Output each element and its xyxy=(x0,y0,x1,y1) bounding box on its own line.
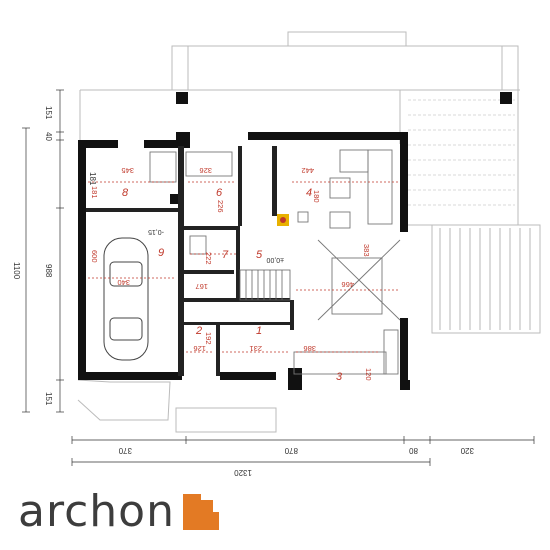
terrace-stripes xyxy=(439,228,531,330)
bottom-dimension-chain xyxy=(71,436,535,466)
dim-left-988: 988 xyxy=(44,264,53,278)
room-2-number: 2 xyxy=(195,325,202,337)
dim-bottom-1320: 1320 xyxy=(234,468,252,477)
room-labels: 8 345 181 9 340 600 -0,15 6 326 226 4 44… xyxy=(90,166,373,383)
room-6-number: 6 xyxy=(216,187,223,199)
dim-bottom-870: 870 xyxy=(284,446,298,455)
interior-floor xyxy=(84,144,406,376)
dim-bottom-80: 80 xyxy=(409,446,418,455)
brand-logo: archon xyxy=(18,488,219,536)
room-1-number: 1 xyxy=(256,325,262,337)
brand-mark-icon xyxy=(182,494,219,530)
room-4-number: 4 xyxy=(306,187,312,199)
pergola-slats xyxy=(408,99,515,206)
fireplace-flame-icon xyxy=(280,217,286,223)
exterior-walls xyxy=(78,92,512,390)
room-3-number: 3 xyxy=(336,371,343,383)
room-9-level: -0,15 xyxy=(148,228,164,235)
stairs xyxy=(239,269,291,301)
room-2-height: 192 xyxy=(204,332,213,345)
dim-bottom-320: 320 xyxy=(460,446,474,455)
furniture xyxy=(149,149,401,375)
left-dimension-labels: 151 40 181 1100 988 151 xyxy=(12,106,97,406)
room-6-height: 226 xyxy=(216,200,225,213)
terrace-outline xyxy=(77,31,541,433)
room-8-height: 181 xyxy=(90,186,99,199)
floor-plan: 8 345 181 9 340 600 -0,15 6 326 226 4 44… xyxy=(12,31,541,477)
dim-left-151-top: 151 xyxy=(44,106,53,120)
room-4-height: 180 xyxy=(312,190,321,203)
extra-dim-2: 466 xyxy=(341,280,354,289)
brand-name: archon xyxy=(18,486,175,537)
room-7-width: 222 xyxy=(204,252,213,265)
room-2-width: 126 xyxy=(193,344,206,353)
room-dim-lines xyxy=(88,181,398,353)
room-9-number: 9 xyxy=(158,247,164,259)
car-outline xyxy=(103,237,149,361)
bottom-dimension-labels: 370 870 80 320 1320 xyxy=(118,446,474,477)
room-6-width: 326 xyxy=(199,166,212,175)
room-9-height: 600 xyxy=(90,250,99,263)
extra-dim-1: 167 xyxy=(195,282,208,291)
room-9-width: 340 xyxy=(117,278,130,287)
room-5-level: ±0,00 xyxy=(266,256,284,263)
room-8-number: 8 xyxy=(122,187,129,199)
room-7-number: 7 xyxy=(222,249,229,261)
left-dimension-chain xyxy=(22,89,64,413)
room-4-width: 442 xyxy=(301,166,314,175)
extra-dim-3: 383 xyxy=(362,244,371,257)
interior-walls xyxy=(86,146,294,376)
dim-left-181: 181 xyxy=(88,172,97,186)
room-3-width: 386 xyxy=(303,344,316,353)
room-3-height: 120 xyxy=(364,368,373,381)
room-8-width: 345 xyxy=(121,166,134,175)
room-5-number: 5 xyxy=(256,249,263,261)
dim-left-151-bottom: 151 xyxy=(44,392,53,406)
dim-bottom-370: 370 xyxy=(118,446,132,455)
dim-left-1100: 1100 xyxy=(12,262,21,280)
dim-left-40: 40 xyxy=(44,132,53,141)
room-1-width: 231 xyxy=(249,344,262,353)
